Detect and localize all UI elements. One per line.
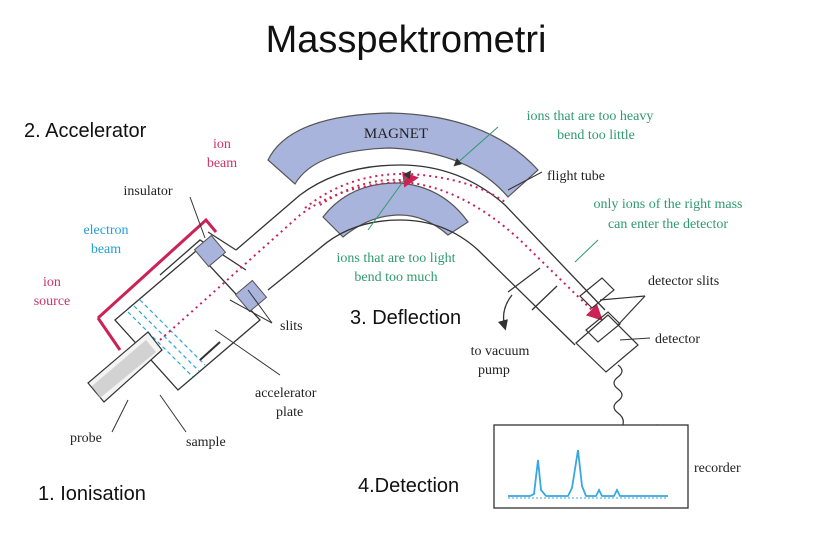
- insulator-label: insulator: [124, 184, 173, 199]
- recorder-trace: [508, 449, 668, 497]
- slits-pointer-lines: [229, 289, 273, 324]
- ion-source-label-1: ion: [43, 275, 61, 290]
- vacuum-label-2: pump: [478, 363, 510, 378]
- flight-tube-pointer: [507, 171, 543, 191]
- magnet-outer-pole: [267, 112, 539, 198]
- stage-deflection: 3. Deflection: [350, 307, 461, 329]
- insulator-block-lower: [234, 279, 268, 313]
- insulator-pointer: [189, 196, 206, 239]
- too-heavy-pointer: [453, 126, 499, 167]
- light-ion-path: [319, 171, 419, 206]
- ion-beam-path: [159, 180, 603, 341]
- right-mass-pointer: [574, 239, 599, 263]
- too-heavy-label-2: bend too little: [557, 128, 635, 143]
- detector-label: detector: [655, 332, 700, 347]
- accelerator-plate-label-2: plate: [276, 405, 303, 420]
- accelerator-plate-pointer: [214, 329, 281, 376]
- sample-label: sample: [186, 435, 226, 450]
- magnet-label: MAGNET: [364, 126, 428, 142]
- accelerator-plate-label-1: accelerator: [255, 386, 317, 401]
- ion-source-label-2: source: [34, 294, 71, 309]
- stage-ionisation: 1. Ionisation: [38, 483, 146, 505]
- flight-tube-label: flight tube: [547, 169, 605, 184]
- insulator-block-upper: [193, 234, 227, 268]
- sample-pointer: [159, 394, 187, 433]
- too-light-label-2: bend too much: [354, 270, 437, 285]
- slits-label: slits: [280, 319, 303, 334]
- detector-slits-label: detector slits: [648, 274, 719, 289]
- stage-accelerator: 2. Accelerator: [24, 120, 147, 142]
- electron-beam-label-2: beam: [91, 242, 121, 257]
- electron-beam: [127, 299, 206, 378]
- ion-source-bracket-tail: [96, 317, 122, 351]
- detector-cable: [613, 364, 659, 428]
- recorder-box: [493, 424, 689, 509]
- electron-beam-label-1: electron: [83, 223, 128, 238]
- vacuum-label-1: to vacuum: [471, 344, 530, 359]
- probe-pointer: [111, 399, 129, 433]
- right-mass-label-1: only ions of the right mass: [594, 197, 743, 212]
- vacuum-arrow: [497, 294, 513, 331]
- detector-assembly: [575, 277, 646, 373]
- ion-beam-label-2: beam: [207, 156, 237, 171]
- accelerator-plate: [199, 341, 221, 361]
- stage-detection: 4.Detection: [358, 475, 459, 497]
- ion-source-bracket: [96, 217, 218, 320]
- detector-pointer: [619, 337, 651, 341]
- probe: [87, 331, 163, 403]
- too-light-pointer: [367, 170, 412, 231]
- probe-label: probe: [70, 431, 102, 446]
- recorder-label: recorder: [694, 461, 741, 476]
- right-mass-label-2: can enter the detector: [608, 217, 728, 232]
- too-light-label-1: ions that are too light: [337, 251, 456, 266]
- ion-beam-label-1: ion: [213, 137, 231, 152]
- page-title: Masspektrometri: [266, 19, 547, 61]
- too-heavy-label-1: ions that are too heavy: [527, 109, 654, 124]
- ion-source-housing: [114, 231, 261, 391]
- flight-tube: [235, 164, 606, 346]
